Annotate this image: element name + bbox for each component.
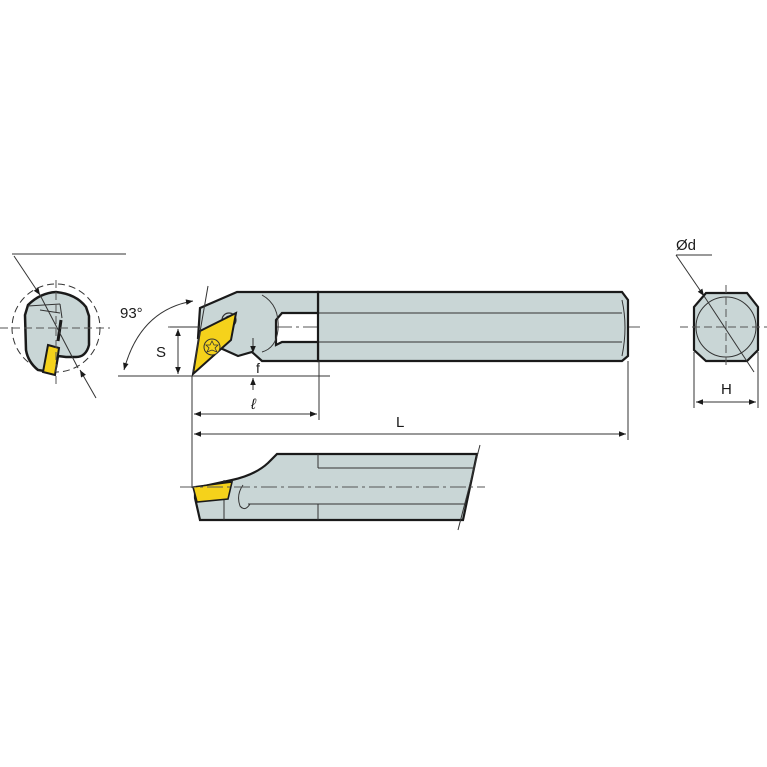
s-label: S (156, 344, 166, 361)
diameter-label: Ød (676, 237, 696, 254)
f-label: f (256, 360, 260, 376)
side-view (180, 444, 485, 531)
s-dimension: S (118, 326, 330, 377)
h-label: H (721, 381, 732, 398)
f-dimension: f (250, 338, 260, 390)
l-small-label: ℓ (250, 396, 257, 413)
front-section-view (0, 253, 126, 399)
l-small-dimension: ℓ (191, 361, 320, 488)
angle-label: 93° (120, 305, 143, 322)
insert-side (191, 481, 234, 503)
l-total-dimension: L (194, 361, 629, 440)
end-view: Ød H (675, 237, 767, 408)
angle-dimension: 93° (120, 285, 209, 373)
top-view (168, 290, 640, 377)
l-total-label: L (396, 414, 404, 431)
